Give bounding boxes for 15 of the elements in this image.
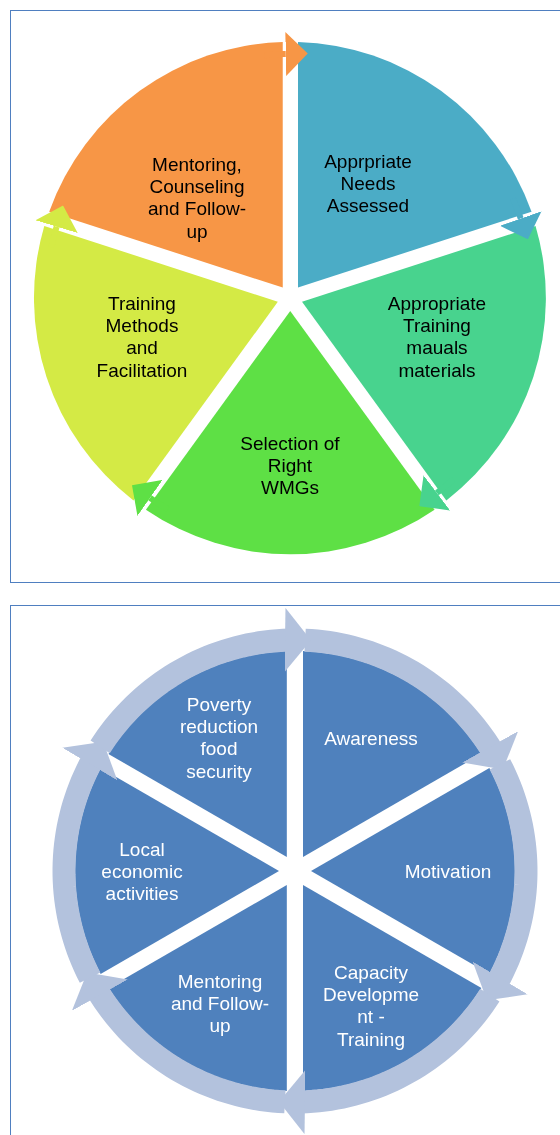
segment-label: Awareness [323,727,419,751]
panel-frame [10,605,560,1135]
segment-label: Mentoring, Counseling and Follow-up [146,153,248,243]
segment-label: Motivation [403,860,493,884]
segment-label: Apprpriate Needs Assessed [323,150,413,218]
segment-label: Mentoring and Follow-up [170,970,270,1038]
cycle-arrow [52,741,118,984]
segment-label: Poverty reduction food security [178,693,260,783]
segment-label: Training Methods and Facilitation [95,292,189,382]
panel-frame [10,10,560,583]
cycle-arrow [472,758,538,1001]
segment-label: Selection of Right WMGs [239,432,341,500]
segment-label: Capacity Developme nt - Training [321,961,421,1051]
segment-label: Local economic activities [100,838,184,906]
segment-label: Appropriate Training mauals materials [386,292,488,382]
